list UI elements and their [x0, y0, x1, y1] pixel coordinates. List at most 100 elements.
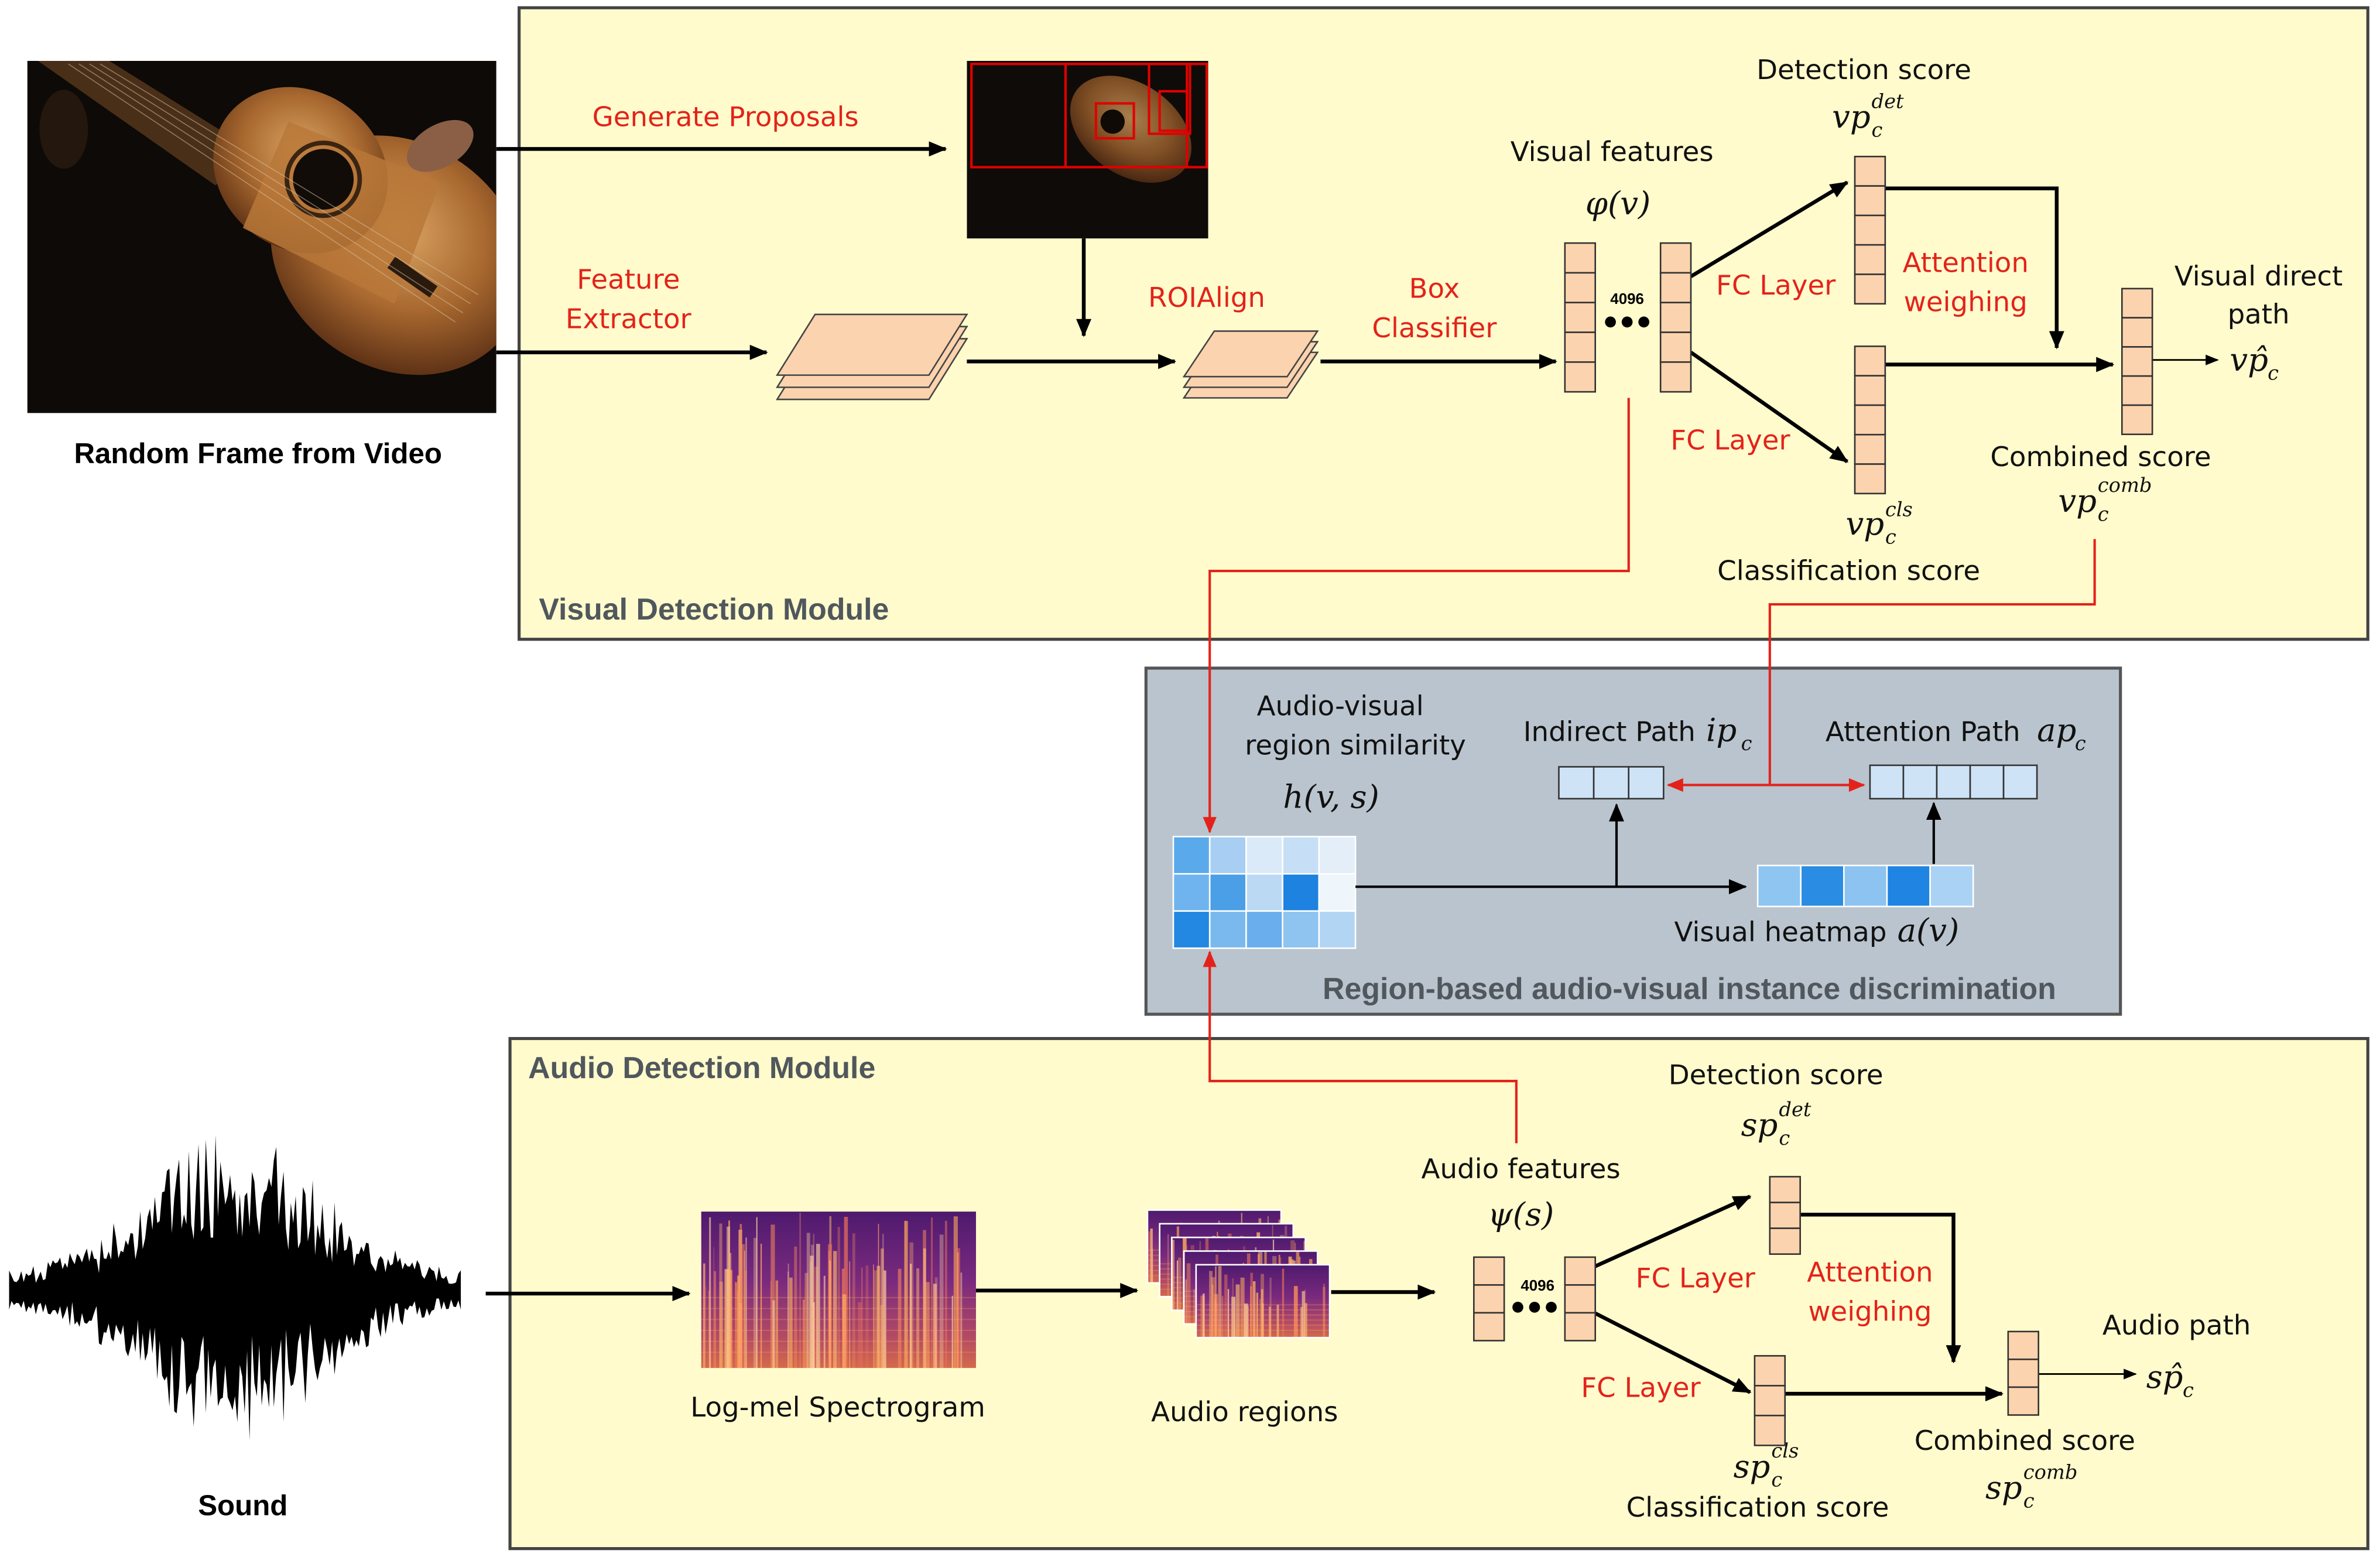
proposal-box: [1158, 90, 1189, 132]
similarity-cell: [1318, 910, 1357, 949]
symbol-superscript: comb: [2098, 474, 2152, 497]
audio-regions-stack: [1146, 1209, 1331, 1339]
visual-heatmap-bar: [1756, 864, 1974, 908]
log-mel-spectrogram-image: [701, 1212, 976, 1368]
visual-fc-layer-detection-label: FC Layer: [1716, 270, 1836, 302]
vector-cell: [1659, 242, 1692, 274]
visual-detection-score-column: [1854, 156, 1886, 305]
box-classifier-label-line2: Classifier: [1372, 313, 1497, 344]
similarity-cell: [1172, 910, 1211, 949]
indirect-path-label: Indirect Path: [1523, 716, 1696, 748]
visual-features-symbol: φ(v): [1585, 184, 1650, 222]
vector-cell: [1754, 1355, 1786, 1387]
spectrogram-body: [701, 1212, 976, 1368]
vector-cell: [1472, 1256, 1505, 1286]
cross-module-connectors: [1203, 398, 2096, 1144]
visual-attention-weighing-line2: weighing: [1904, 287, 2028, 319]
symbol-base: vp: [2058, 482, 2097, 519]
visual-direct-path-label-line2: path: [2228, 299, 2290, 330]
indirect-path-vector: [1558, 766, 1665, 800]
vector-cell: [1558, 766, 1595, 800]
symbol-subscript: c: [2075, 732, 2086, 755]
feature-extractor-label-line1: Feature: [577, 264, 680, 296]
vector-cell: [2007, 1330, 2039, 1360]
frame-caption: Random Frame from Video: [74, 437, 442, 470]
region-module-title: Region-based audio-visual instance discr…: [1323, 971, 2056, 1005]
symbol-base: vp: [1832, 98, 1871, 135]
heatmap-cell: [1800, 864, 1845, 908]
vector-cell: [1564, 361, 1596, 393]
vector-cell: [1854, 185, 1886, 217]
audio-arrows: [485, 1195, 2137, 1402]
similarity-cell: [1245, 910, 1283, 949]
vector-cell: [2007, 1359, 2039, 1388]
similarity-cell: [1208, 873, 1247, 912]
symbol-subscript: c: [1872, 119, 1883, 142]
similarity-cell: [1245, 873, 1283, 912]
symbol-subscript: c: [1779, 1127, 1790, 1149]
vector-cell: [1854, 214, 1886, 246]
proposals-image: [967, 60, 1208, 239]
sound-waveform: [9, 1135, 461, 1441]
vector-cell: [2121, 375, 2153, 406]
vector-cell: [1659, 302, 1692, 333]
audio-detection-score-column: [1769, 1176, 1801, 1255]
visual-heatmap-symbol: a(v): [1898, 912, 1960, 949]
vector-cell: [1854, 156, 1886, 187]
audio-classification-score-label: Classification score: [1626, 1492, 1889, 1524]
vector-cell: [2121, 404, 2153, 436]
attention-path-label: Attention Path: [1826, 716, 2021, 748]
feature-vectors: [1472, 156, 2153, 1446]
symbol-subscript: c: [1885, 525, 1896, 548]
symbol-base: sp: [1734, 1448, 1771, 1485]
video-frame-image: [27, 60, 496, 413]
symbol-subscript: c: [2183, 1378, 2194, 1401]
visual-heatmap-label: Visual heatmap: [1674, 917, 1887, 949]
symbol-base: sp: [1985, 1469, 2022, 1506]
audio-feature-column-left: [1472, 1256, 1505, 1342]
vector-cell: [1564, 302, 1596, 333]
vector-cell: [1564, 242, 1596, 274]
symbol-superscript: comb: [2023, 1460, 2078, 1483]
visual-attention-weighing-line1: Attention: [1903, 247, 2029, 279]
vector-cell: [1769, 1227, 1801, 1255]
symbol-base: sp: [1741, 1106, 1778, 1143]
symbol-base: vp̂: [2230, 341, 2268, 378]
visual-direct-path-label-line1: Visual direct: [2174, 261, 2343, 293]
audio-combined-score-symbol: sp comb c: [1985, 1460, 2077, 1512]
vector-cell: [1769, 1202, 1801, 1229]
audio-features-label: Audio features: [1422, 1154, 1621, 1185]
vector-cell: [1564, 1256, 1596, 1286]
feature-map-stack: [776, 313, 968, 401]
vector-cell: [1564, 1284, 1596, 1314]
similarity-cell: [1282, 910, 1320, 949]
vector-cell: [1564, 272, 1596, 304]
vector-cell: [1854, 433, 1886, 465]
similarity-cell: [1245, 836, 1283, 875]
audio-detection-score-symbol: sp det c: [1741, 1098, 1811, 1149]
roi-feature-stack: [1182, 330, 1319, 399]
vector-cell: [1659, 331, 1692, 363]
ellipsis-dots: [1512, 1302, 1557, 1313]
box-classifier-label-line1: Box: [1409, 273, 1460, 304]
attention-path-symbol: ap c: [2037, 711, 2086, 755]
vector-cell: [1564, 1312, 1596, 1342]
similarity-cell: [1318, 836, 1357, 875]
similarity-cell: [1172, 836, 1211, 875]
vector-cell: [1472, 1312, 1505, 1342]
audio-detection-score-label: Detection score: [1669, 1059, 1884, 1091]
indirect-path-symbol: ip c: [1706, 711, 1752, 755]
vector-cell: [1854, 273, 1886, 305]
visual-detection-score-label: Detection score: [1756, 54, 1971, 86]
visual-combined-score-symbol: vp comb c: [2058, 474, 2152, 525]
generate-proposals-label: Generate Proposals: [593, 101, 859, 133]
sound-caption: Sound: [198, 1490, 287, 1522]
audio-module-title: Audio Detection Module: [528, 1051, 875, 1084]
vector-cell: [1902, 764, 1938, 800]
visual-classification-score-column: [1854, 345, 1886, 495]
symbol-subscript: c: [2023, 1490, 2035, 1513]
visual-combined-score-column: [2121, 288, 2153, 436]
vector-cell: [1754, 1415, 1786, 1446]
symbol-superscript: cls: [1885, 498, 1913, 521]
